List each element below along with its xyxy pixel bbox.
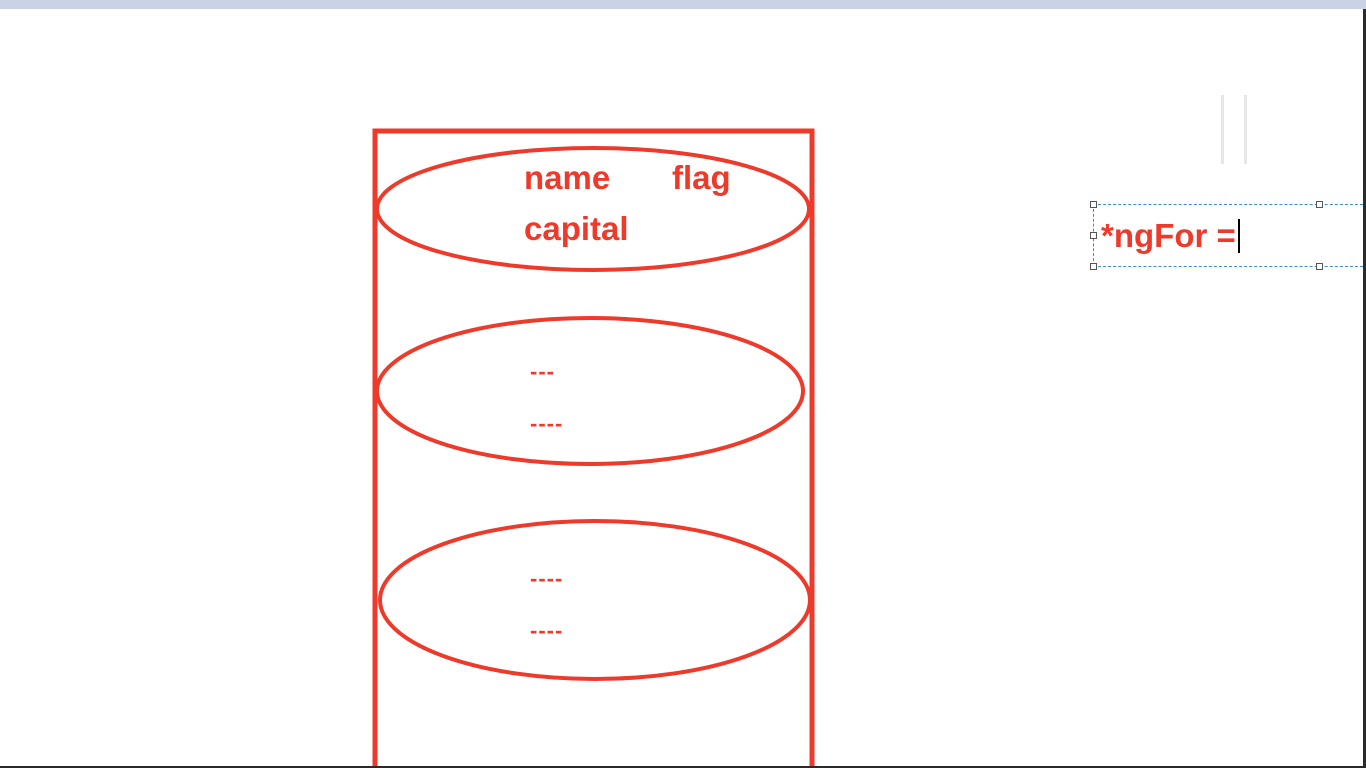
resize-handle-middle-left[interactable] — [1090, 232, 1097, 239]
item-ellipse-3 — [378, 519, 812, 681]
pause-icon-left-bar — [1221, 95, 1224, 164]
item-ellipse-1 — [375, 146, 811, 272]
drawing-canvas[interactable]: name flag capital --- ---- ---- ---- *ng… — [0, 9, 1363, 766]
resize-handle-top-middle[interactable] — [1316, 201, 1323, 208]
text-box-selected[interactable]: *ngFor = — [1090, 201, 1366, 270]
window-top-bar — [0, 0, 1366, 9]
item3-line1: ---- — [530, 566, 564, 591]
window-bottom-border — [0, 766, 1366, 768]
item2-line2: ---- — [530, 411, 564, 436]
resize-handle-bottom-middle[interactable] — [1316, 263, 1323, 270]
item2-line1: --- — [530, 359, 555, 384]
resize-handle-top-left[interactable] — [1090, 201, 1097, 208]
selection-border-top — [1093, 204, 1363, 205]
diagram-drawing — [372, 128, 815, 766]
item3-line2: ---- — [530, 618, 564, 643]
field-capital-label: capital — [524, 210, 629, 247]
window-right-border — [1363, 9, 1366, 768]
field-name-label: name — [524, 159, 611, 196]
selection-border-bottom — [1093, 266, 1363, 267]
text-cursor — [1237, 219, 1240, 253]
item-ellipse-2 — [375, 316, 805, 466]
text-box-content[interactable]: *ngFor = — [1101, 219, 1240, 253]
text-box-value: *ngFor = — [1101, 217, 1236, 254]
field-flag-label: flag — [672, 159, 731, 196]
pause-icon-right-bar — [1244, 95, 1247, 164]
container-rectangle — [372, 128, 815, 766]
resize-handle-bottom-left[interactable] — [1090, 263, 1097, 270]
